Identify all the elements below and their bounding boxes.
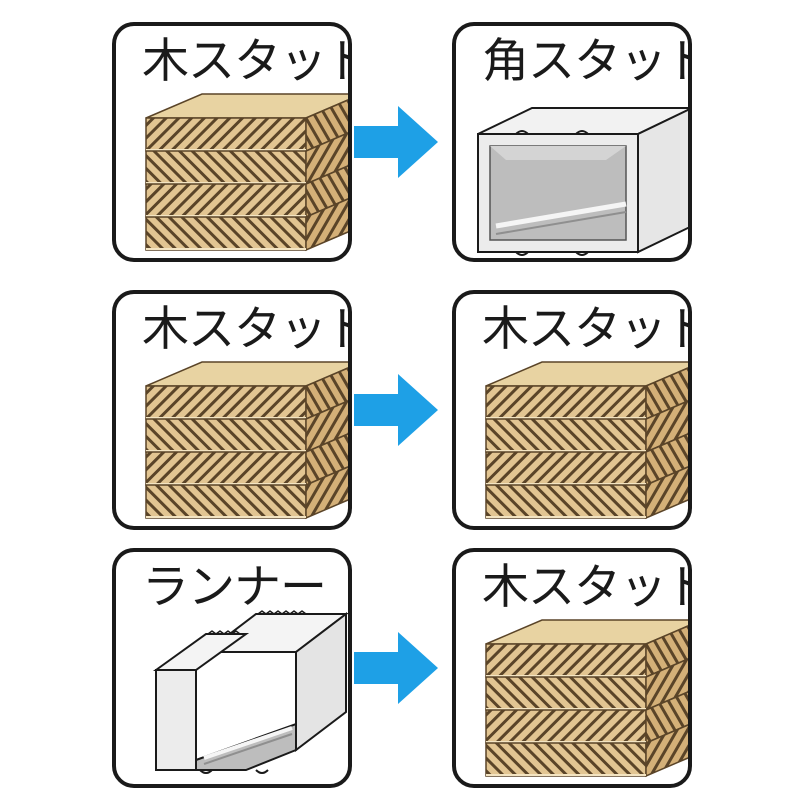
panel-label: ランナー bbox=[142, 560, 327, 615]
arrow-right-icon bbox=[354, 106, 438, 178]
wood-stud-icon bbox=[485, 619, 688, 778]
panel-row3-from: ランナー bbox=[112, 548, 352, 788]
arrow-right-icon bbox=[354, 374, 438, 446]
wood-stud-icon bbox=[485, 361, 688, 520]
panel-row1-from: 木スタッド bbox=[112, 22, 352, 262]
steel-runner-icon bbox=[152, 610, 348, 774]
square-steel-stud-icon bbox=[477, 107, 688, 256]
panel-label: 木スタッド bbox=[482, 302, 692, 357]
panel-label: 角スタッド bbox=[482, 34, 692, 89]
wood-stud-icon bbox=[145, 93, 348, 252]
panel-row3-to: 木スタッド bbox=[452, 548, 692, 788]
panel-row1-to: 角スタッド bbox=[452, 22, 692, 262]
panel-row2-from: 木スタッド bbox=[112, 290, 352, 530]
wood-stud-icon bbox=[145, 361, 348, 520]
panel-label: 木スタッド bbox=[142, 302, 352, 357]
panel-label: 木スタッド bbox=[482, 560, 692, 615]
panel-label: 木スタッド bbox=[142, 34, 352, 89]
panel-row2-to: 木スタッド bbox=[452, 290, 692, 530]
arrow-right-icon bbox=[354, 632, 438, 704]
